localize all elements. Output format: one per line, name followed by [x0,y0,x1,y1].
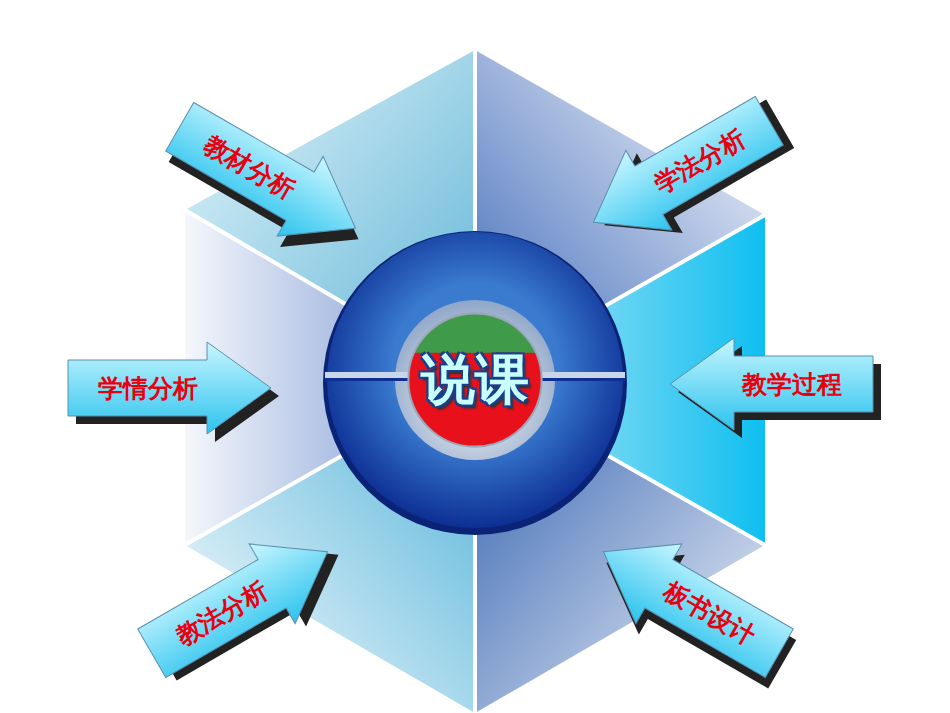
arrow-label: 教学过程 [742,368,842,401]
arrow-box: 学情分析 [68,340,273,436]
center-title: 说课 [421,344,529,417]
arrow-box: 教学过程 [668,336,873,432]
center-circle: 说课 [407,312,543,448]
arrow-label: 学情分析 [98,372,198,405]
